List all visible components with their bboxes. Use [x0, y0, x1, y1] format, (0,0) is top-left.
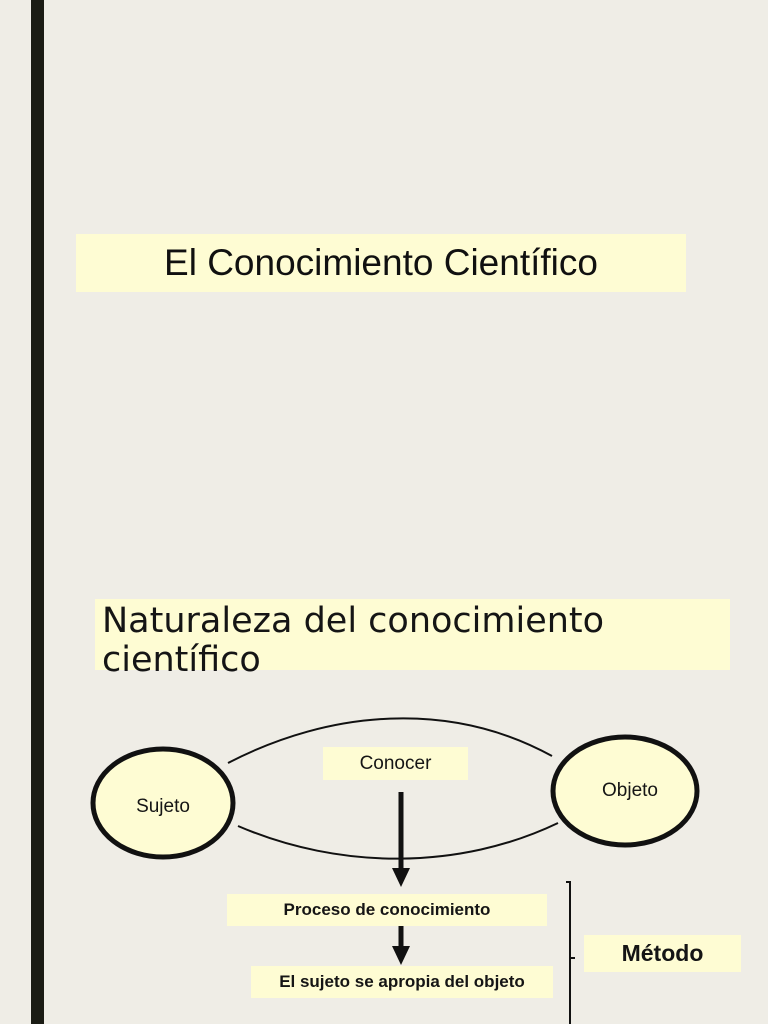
relation-label-box: Conocer: [323, 747, 468, 780]
subtitle-line-2: científico: [102, 640, 261, 680]
lower-relation-curve: [237, 822, 559, 860]
subtitle-highlight: [95, 599, 730, 670]
method-bracket: [566, 881, 571, 1024]
arrow-to-process-head: [392, 868, 410, 887]
method-label-box: Método: [584, 935, 741, 972]
subtitle-line-1: Naturaleza del conocimiento: [102, 601, 605, 641]
upper-relation-curve: [227, 717, 553, 764]
relation-label: Conocer: [359, 752, 432, 774]
subject-label: Sujeto: [136, 796, 190, 817]
slide-subtitle: Naturaleza del conocimiento científico: [102, 602, 722, 680]
method-label: Método: [621, 940, 704, 966]
object-label: Objeto: [602, 780, 658, 801]
object-node: [550, 734, 700, 848]
process-label-box: Proceso de conocimiento: [227, 894, 547, 926]
arrow-to-appropriation-head: [392, 946, 410, 965]
slide-title-text: El Conocimiento Científico: [164, 242, 598, 283]
appropriation-label: El sujeto se apropia del objeto: [279, 972, 525, 991]
slide-title: El Conocimiento Científico: [76, 234, 686, 292]
side-accent-bar: [31, 0, 44, 1024]
subject-node: [90, 746, 236, 860]
appropriation-label-box: El sujeto se apropia del objeto: [251, 966, 553, 998]
process-label: Proceso de conocimiento: [283, 900, 491, 919]
